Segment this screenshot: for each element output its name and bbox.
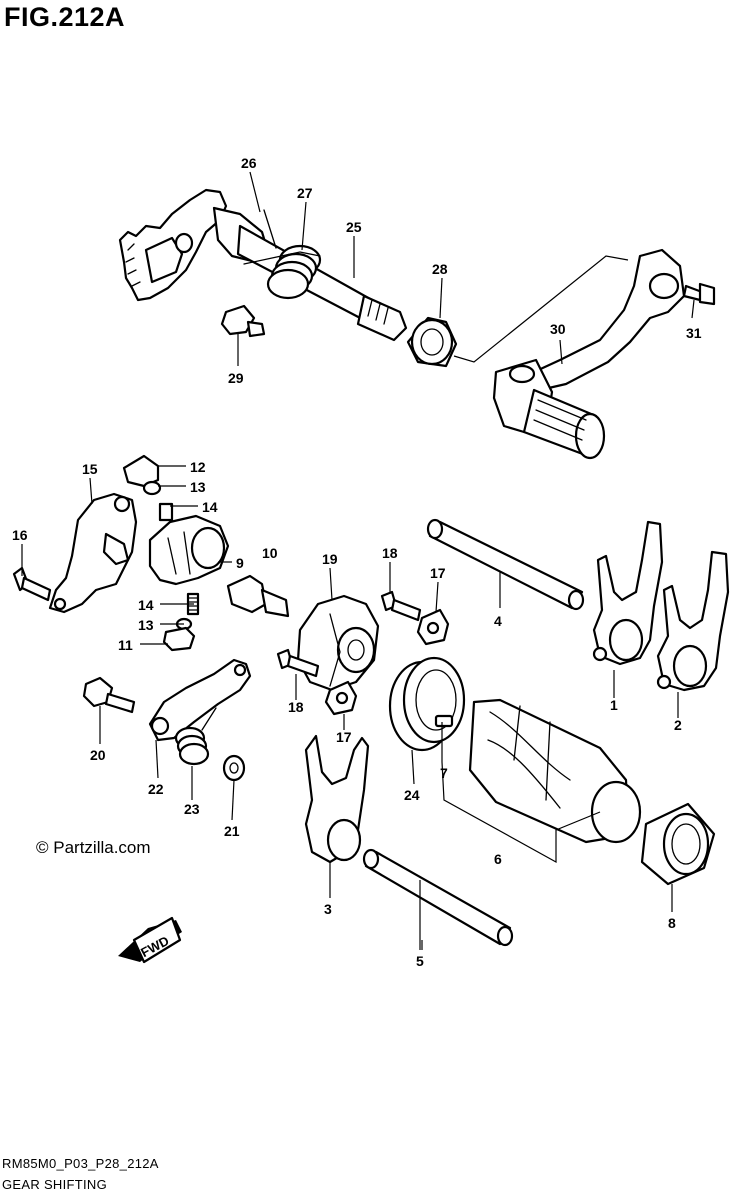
callout-14-lower: 14: [138, 597, 154, 613]
callout-numbers: 26 27 25 28 29 30 31 15 16 12 13 14 9 10…: [12, 155, 702, 969]
gearshift-lever[interactable]: [492, 248, 686, 460]
footer-code: RM85M0_P03_P28_212A: [2, 1156, 159, 1171]
cam-stopper-pin-upper[interactable]: [142, 480, 162, 496]
callout-9: 9: [236, 555, 244, 571]
leader-lines: [21, 171, 695, 950]
lever-bolt[interactable]: [682, 282, 716, 306]
shift-cam-drum-head[interactable]: [148, 514, 230, 586]
cam-stopper-cap[interactable]: [122, 454, 160, 488]
callout-13-upper: 13: [190, 479, 206, 495]
lifter-bolt-upper[interactable]: [380, 590, 422, 622]
callout-19: 19: [322, 551, 338, 567]
pawl-lifter[interactable]: [296, 594, 380, 692]
cam-bearing[interactable]: [388, 656, 466, 752]
shift-fork-1[interactable]: [592, 520, 664, 666]
figure-title: FIG.212A: [4, 2, 126, 32]
arm-bolt[interactable]: [82, 676, 136, 714]
callout-31: 31: [686, 325, 702, 341]
callout-8: 8: [668, 915, 676, 931]
callout-22: 22: [148, 781, 164, 797]
callout-10: 10: [262, 545, 278, 561]
callout-26: 26: [241, 155, 257, 171]
cam-stopper[interactable]: [162, 626, 196, 652]
callout-15: 15: [82, 461, 98, 477]
drum-bearing[interactable]: [640, 802, 716, 886]
callout-28: 28: [432, 261, 448, 277]
callout-25: 25: [346, 219, 362, 235]
callout-17-lower: 17: [336, 729, 352, 745]
fwd-arrow: FWD: [118, 916, 182, 964]
fork-shaft-lower[interactable]: [362, 848, 514, 947]
footer-title: GEAR SHIFTING: [2, 1177, 108, 1192]
callout-16: 16: [12, 527, 28, 543]
callout-24: 24: [404, 787, 420, 803]
cam-drum-pin[interactable]: [434, 714, 454, 728]
callout-18-upper: 18: [382, 545, 398, 561]
washer-lower[interactable]: [324, 680, 358, 716]
fork-shaft-upper[interactable]: [426, 518, 585, 611]
callout-17-upper: 17: [430, 565, 446, 581]
shift-fork-3[interactable]: [304, 734, 370, 864]
washer-upper[interactable]: [416, 608, 450, 646]
callout-5: 5: [416, 953, 424, 969]
washer-21[interactable]: [222, 754, 246, 782]
arm-spring[interactable]: [174, 707, 217, 766]
callout-14-upper: 14: [202, 499, 218, 515]
shift-fork-2[interactable]: [656, 550, 730, 692]
callout-29: 29: [228, 370, 244, 386]
callout-18-lower: 18: [288, 699, 304, 715]
oil-seal[interactable]: [406, 316, 458, 368]
plate-bolt[interactable]: [12, 566, 52, 602]
callout-30: 30: [550, 321, 566, 337]
callout-2: 2: [674, 717, 682, 733]
cam-stopper-spring-upper[interactable]: [158, 502, 174, 522]
callout-3: 3: [324, 901, 332, 917]
callout-7: 7: [440, 765, 448, 781]
callout-12: 12: [190, 459, 206, 475]
cam-pin[interactable]: [226, 574, 290, 618]
callout-1: 1: [610, 697, 618, 713]
shaft-return-spring[interactable]: [243, 209, 322, 300]
callout-20: 20: [90, 747, 106, 763]
cam-guide-plate[interactable]: [48, 492, 138, 614]
callout-11: 11: [118, 637, 133, 653]
callout-23: 23: [184, 801, 200, 817]
callout-13-lower: 13: [138, 617, 154, 633]
gearshift-cam-drum[interactable]: [468, 698, 642, 844]
callout-27: 27: [297, 185, 313, 201]
callout-4: 4: [494, 613, 502, 629]
plug[interactable]: [220, 304, 266, 338]
watermark: © Partzilla.com: [36, 838, 151, 857]
gearshift-arm[interactable]: [148, 658, 252, 742]
callout-6: 6: [494, 851, 502, 867]
gear-shift-shaft-arm[interactable]: [118, 188, 408, 342]
lifter-bolt-lower[interactable]: [276, 648, 320, 678]
callout-21: 21: [224, 823, 240, 839]
